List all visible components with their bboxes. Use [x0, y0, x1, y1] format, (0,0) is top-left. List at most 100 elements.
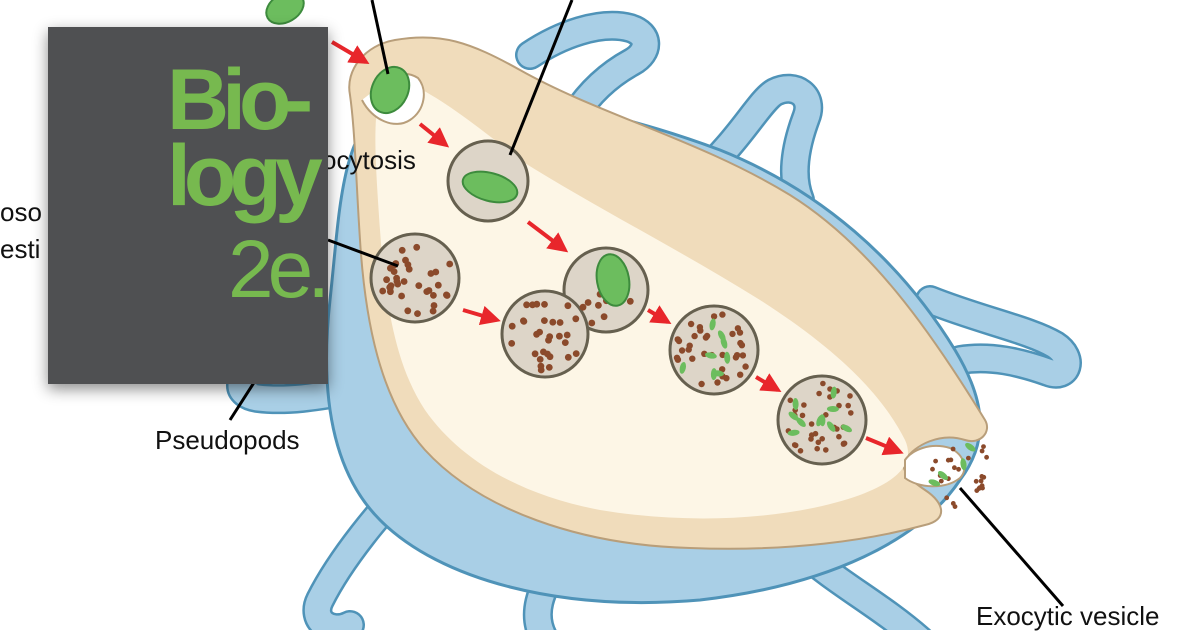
lysosome-enzyme-dot [430, 302, 438, 309]
digesting-1-enzyme-dot [719, 351, 726, 359]
digesting-1-enzyme-dot [737, 371, 744, 378]
digesting-2-enzyme-dot [816, 390, 822, 397]
digesting-1-enzyme-dot [710, 313, 718, 320]
digesting-2-food-fragment [792, 398, 799, 410]
fusing-lower-enzyme-dot [563, 331, 571, 339]
lysosome-enzyme-dot [398, 246, 406, 254]
endocytosed-food-icon [369, 65, 411, 115]
fusing-upper-enzyme-dot [584, 299, 592, 306]
book-title-line-2: logy [167, 128, 323, 224]
digesting-1-enzyme-dot [691, 332, 698, 340]
arrow-6 [754, 373, 782, 393]
lysosome-enzyme-dot [429, 307, 437, 315]
exocytosed-waste [928, 442, 989, 509]
lysosome-enzyme-dot [443, 292, 451, 299]
digesting-vesicle-2-particles [785, 380, 854, 454]
fusing-lower-enzyme-dot [572, 350, 580, 357]
digesting-2-food-fragment [841, 424, 852, 433]
digesting-1-enzyme-dot [733, 352, 741, 359]
lysosome-enzyme-dot [398, 292, 405, 300]
digesting-2-enzyme-dot [801, 402, 807, 408]
biology-2e-book-cover[interactable]: Bio- logy 2e. [48, 27, 328, 384]
fusing-upper-enzyme-dot [626, 297, 634, 305]
fusing-lower-enzyme-dot [508, 340, 516, 347]
food-particle-top [265, 0, 305, 25]
exocytic-enzyme-dot [956, 466, 961, 472]
lysosome-enzyme-dot [404, 307, 412, 315]
fusing-lower-enzyme-dot [533, 300, 541, 308]
lysosome-enzyme-dot [413, 243, 421, 251]
fusing-lower-enzyme-dot [533, 330, 540, 338]
lysosome-enzyme-dot [446, 260, 454, 268]
label-lysosome-line1: oso [0, 197, 42, 227]
digesting-1-food-fragment [720, 336, 728, 349]
leader-phagosome [508, 0, 574, 156]
digesting-2-enzyme-dot [840, 440, 847, 447]
digesting-2-food-fragment [826, 421, 836, 432]
digesting-vesicle-1-particles [673, 311, 749, 388]
fusing-upper-enzyme-dot [600, 313, 608, 321]
fusing-upper-enzyme-dot [595, 301, 602, 309]
leader-endocytosis [370, 0, 390, 75]
lysosome-enzyme-dot [390, 268, 398, 275]
exocytic-enzyme-dot [950, 446, 956, 452]
food-particle-icon [265, 0, 305, 25]
digesting-1-food-fragment [709, 318, 716, 331]
label-lysosome-line2: esti [0, 234, 41, 264]
digesting-1-enzyme-dot [737, 339, 744, 347]
lysosome-enzyme-dot [379, 287, 387, 295]
fusing-lower-enzyme-dot [549, 318, 557, 326]
leader-lysosome [327, 238, 399, 268]
digesting-1-enzyme-dot [719, 311, 726, 318]
digesting-2-enzyme-dot [812, 430, 819, 437]
fusing-lower-enzyme-dot [546, 333, 554, 340]
fusing-lower-enzyme-dot [531, 350, 539, 358]
digesting-1-enzyme-dot [734, 325, 742, 332]
digesting-1-enzyme-dot [678, 347, 686, 354]
phagosome [446, 139, 530, 223]
lysosome-vesicle [369, 232, 461, 324]
digesting-2-enzyme-dot [823, 447, 829, 453]
fusing-lower-enzyme-dot [537, 366, 545, 374]
fusing-upper-enzyme-dot [588, 319, 596, 327]
digesting-2-enzyme-dot [836, 402, 842, 409]
digesting-1-enzyme-dot [685, 346, 692, 353]
fusing-lower-enzyme-dot [520, 317, 527, 325]
digesting-vesicle-2 [776, 374, 868, 466]
digesting-2-food-fragment [796, 417, 806, 427]
digesting-2-food-fragment [788, 411, 799, 421]
label-pseudopods: Pseudopods [155, 425, 300, 455]
fusing-vesicles [500, 246, 650, 379]
endocytosed-food [369, 65, 411, 115]
fusing-upper-enzyme-dot [579, 303, 587, 311]
arrow-5 [646, 305, 672, 325]
fusing-lower-enzyme-dot [556, 332, 563, 340]
exocytic-enzyme-dot [938, 478, 944, 484]
fusing-lower-enzyme-dot [572, 315, 580, 323]
lysosome [369, 232, 461, 324]
lysosome-enzyme-dot [393, 278, 401, 285]
exocytic-enzyme-dot [930, 466, 935, 472]
digesting-1-enzyme-dot [742, 363, 749, 370]
exocytic-enzyme-dot [945, 457, 951, 463]
digesting-1-enzyme-dot [674, 336, 681, 343]
lysosome-enzyme-dot [434, 281, 442, 289]
lysosome-enzyme-dot [387, 282, 395, 290]
lysosome-enzyme-dot [430, 292, 437, 299]
digesting-2-enzyme-dot [820, 380, 826, 387]
digesting-1-enzyme-dot [723, 375, 730, 382]
digesting-2-enzyme-dot [848, 410, 854, 416]
digesting-1-food-fragment [724, 351, 731, 364]
exocytic-enzyme-dot [980, 485, 985, 491]
lysosome-enzyme-dot [400, 278, 408, 285]
exocytic-food-fragment [928, 479, 941, 487]
fusing-lower-enzyme-dot [545, 364, 553, 371]
digesting-2-enzyme-dot [808, 436, 814, 442]
leader-exocytic-vesicle [958, 487, 1065, 607]
phagosome-food-icon [461, 170, 519, 204]
digesting-2-enzyme-dot [787, 397, 794, 404]
fusing-food-icon [595, 253, 631, 307]
lysosome-enzyme-dot [383, 276, 390, 284]
label-exocytic-vesicle: Exocytic vesicle [976, 601, 1160, 631]
fusing-lower-enzyme-dot [556, 319, 564, 326]
